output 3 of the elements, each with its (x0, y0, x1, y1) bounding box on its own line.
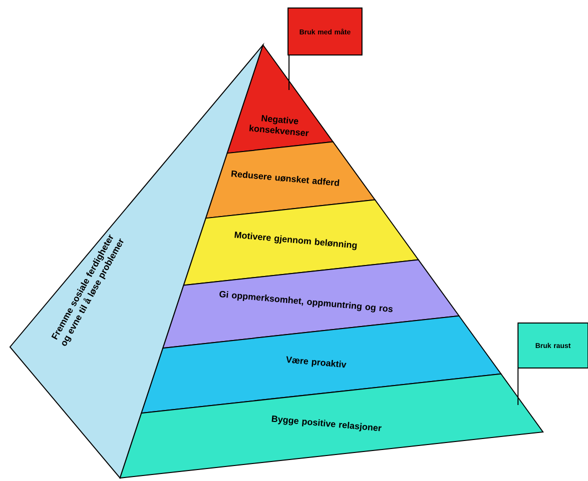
pyramid-level: Være proaktiv (140, 315, 502, 414)
pyramid-level: Redusere uønsket adferd (205, 141, 376, 219)
pyramid-level: Gi oppmerksomhet, oppmuntring og ros (162, 259, 460, 349)
